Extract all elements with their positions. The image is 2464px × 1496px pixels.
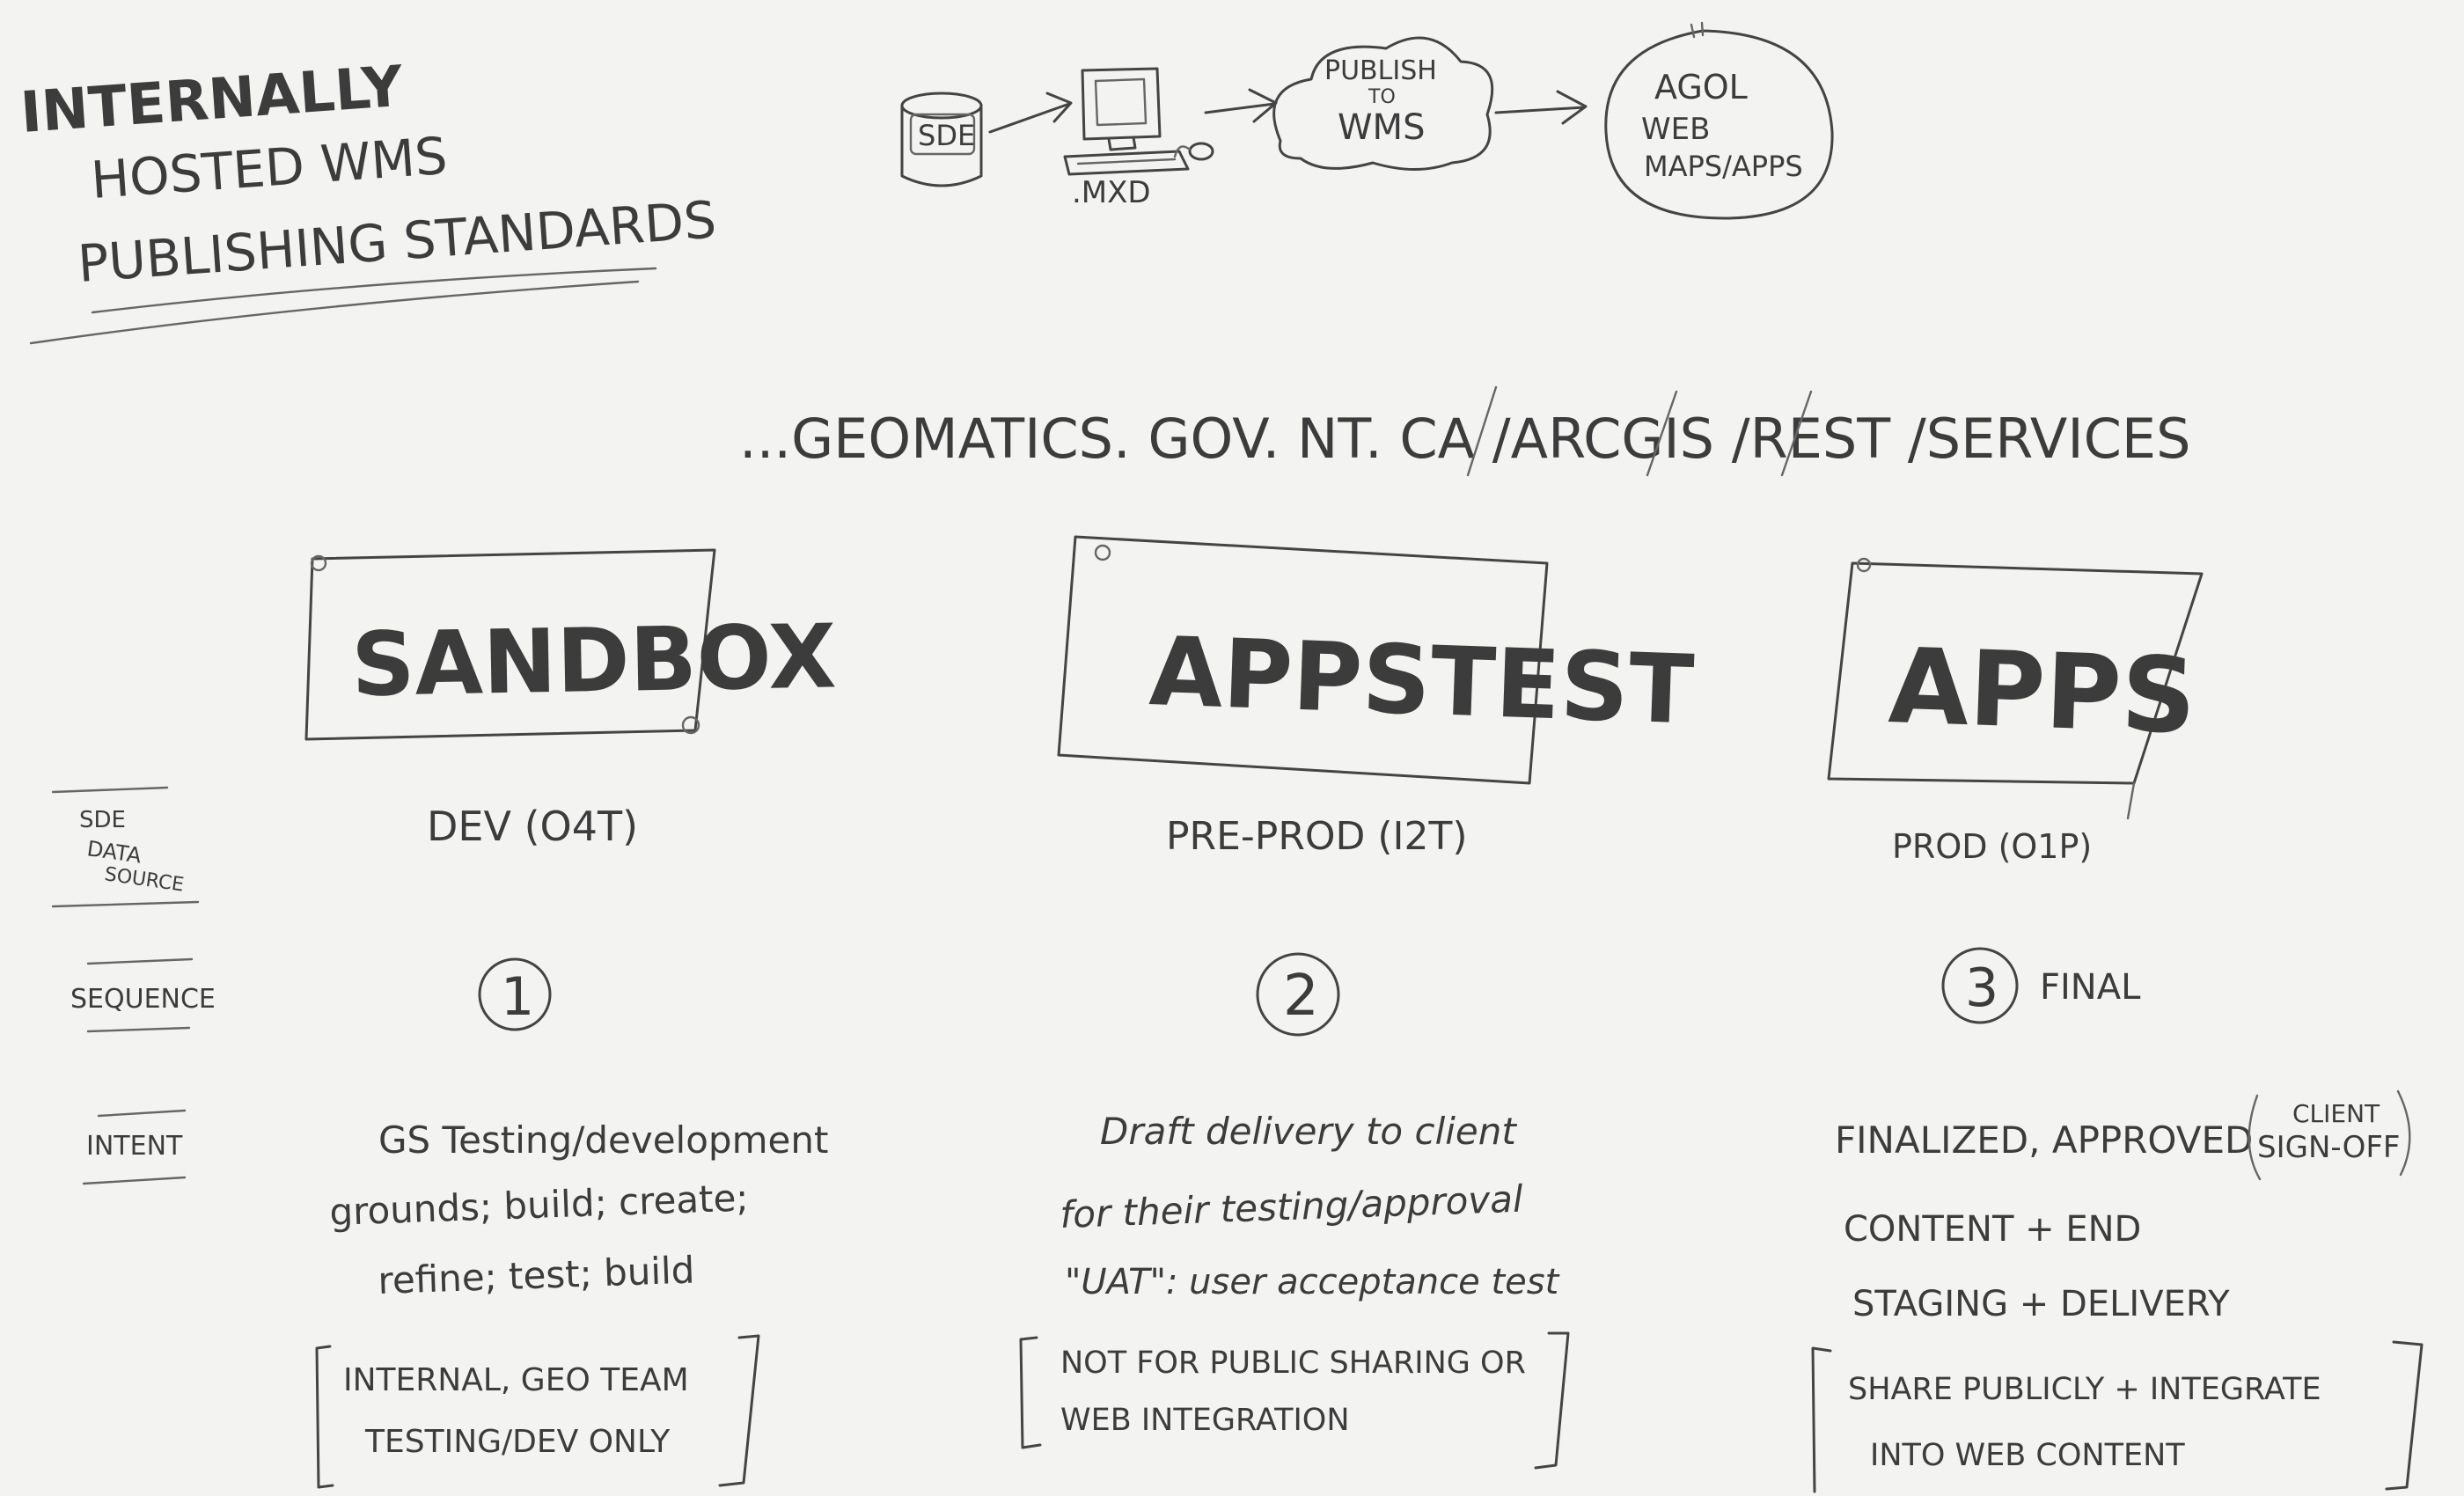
sandbox-bracket-right (718, 1334, 760, 1487)
data-source-label-line-3: SOURCE (103, 863, 185, 896)
apps-sequence-note: FINAL (2040, 967, 2141, 1008)
title-line-2: HOSTED WMS (89, 126, 449, 210)
apps-intent-note-1: CLIENT (2292, 1099, 2380, 1128)
publish-cloud-icon: PUBLISH TO WMS (1272, 36, 1494, 171)
sequence-label: SEQUENCE (70, 984, 216, 1015)
appstest-box (1057, 535, 1549, 785)
sde-label: SDE (918, 119, 975, 152)
apps-title: APPS (1887, 625, 2198, 757)
appstest-title: APPSTEST (1148, 617, 1696, 746)
appstest-bracket-left (1019, 1336, 1042, 1449)
appstest-data-source: PRE-PROD (I2T) (1166, 814, 1468, 859)
apps-intent-1: FINALIZED, APPROVED (1835, 1118, 2253, 1162)
sandbox-data-source: DEV (O4T) (427, 803, 638, 850)
title-underline-2 (29, 280, 640, 345)
publishing-flow: SDE .MXD PUBLISH TO WMS AGOL WE (900, 21, 1834, 220)
computer-icon: .MXD (1063, 67, 1214, 210)
apps-bracket-right (2385, 1340, 2424, 1491)
apps-data-source: PROD (O1P) (1892, 827, 2092, 866)
intent-label: INTENT (86, 1131, 183, 1162)
row-label-data-source: SDE DATA SOURCE (51, 786, 200, 908)
arrow-sde-to-mxd (988, 92, 1073, 134)
environment-appstest: APPSTEST PRE-PROD (I2T) 2 Draft delivery… (1019, 535, 1696, 1470)
apps-intent-note-2: SIGN-OFF (2257, 1130, 2400, 1165)
apps-bracket-left (1811, 1346, 1832, 1493)
arrow-mxd-to-publish (1204, 88, 1278, 123)
apps-intent-3: STAGING + DELIVERY (1852, 1284, 2230, 1324)
sandbox-bracket-left (315, 1345, 334, 1489)
sde-database-icon: SDE (900, 92, 983, 187)
environment-apps: APPS PROD (O1P) 3 FINAL FINALIZED, APPRO… (1811, 557, 2424, 1493)
publish-line-2: TO (1368, 86, 1396, 108)
appstest-sequence: 2 (1283, 964, 1319, 1029)
apps-sequence: 3 (1965, 957, 1998, 1019)
url-slash-3 (1780, 390, 1813, 477)
url-slash-1 (1466, 385, 1498, 477)
agol-line-1: AGOL (1654, 68, 1748, 106)
services-url: ...GEOMATICS. GOV. NT. CA /ARCGIS /REST … (739, 407, 2190, 471)
title-underline (91, 267, 657, 314)
appstest-scope-1: NOT FOR PUBLIC SHARING OR (1060, 1346, 1526, 1381)
sandbox-scope-1: INTERNAL, GEO TEAM (343, 1362, 689, 1398)
sandbox-sequence-circle (478, 957, 552, 1031)
appstest-scope-2: WEB INTEGRATION (1060, 1403, 1350, 1438)
agol-line-3: MAPS/APPS (1644, 150, 1803, 183)
appstest-bracket-right (1534, 1331, 1570, 1470)
row-label-sequence: SEQUENCE (70, 957, 216, 1033)
appstest-intent-3: "UAT": user acceptance test (1065, 1262, 1560, 1302)
publish-line-3: WMS (1338, 107, 1425, 148)
sandbox-title: SANDBOX (350, 605, 837, 716)
mxd-label: .MXD (1072, 175, 1151, 210)
apps-sequence-circle (1941, 947, 2019, 1024)
sandbox-sequence: 1 (501, 966, 534, 1028)
apps-intent-note-bracket-left (2248, 1094, 2262, 1181)
apps-intent-note-bracket-right (2396, 1089, 2411, 1177)
diagram-title: INTERNALLY HOSTED WMS PUBLISHING STANDAR… (18, 55, 718, 345)
environment-sandbox: SANDBOX DEV (O4T) 1 GS Testing/developme… (304, 548, 837, 1489)
apps-scope-1: SHARE PUBLICLY + INTEGRATE (1848, 1372, 2321, 1407)
publish-line-1: PUBLISH (1324, 55, 1437, 86)
title-line-3: PUBLISHING STANDARDS (76, 189, 718, 294)
arrow-publish-to-agol (1494, 90, 1588, 125)
data-source-label-line-1: SDE (79, 807, 126, 833)
sandbox-intent-1: GS Testing/development (378, 1118, 828, 1162)
appstest-sequence-circle (1256, 952, 1340, 1037)
appstest-intent-1: Draft delivery to client (1100, 1110, 1517, 1153)
agol-web-maps-icon: AGOL WEB MAPS/APPS (1604, 21, 1834, 220)
data-source-label-line-2: DATA (85, 836, 143, 868)
sandbox-scope-2: TESTING/DEV ONLY (364, 1424, 671, 1460)
agol-line-2: WEB (1641, 112, 1710, 147)
url-slash-2 (1646, 390, 1678, 477)
appstest-intent-2: for their testing/approval (1060, 1177, 1524, 1236)
row-label-intent: INTENT (82, 1109, 187, 1185)
sandbox-intent-3: refine; test; build (378, 1248, 696, 1302)
sandbox-intent-2: grounds; build; create; (329, 1176, 750, 1234)
apps-scope-2: INTO WEB CONTENT (1870, 1438, 2185, 1473)
apps-intent-2: CONTENT + END (1844, 1209, 2141, 1250)
